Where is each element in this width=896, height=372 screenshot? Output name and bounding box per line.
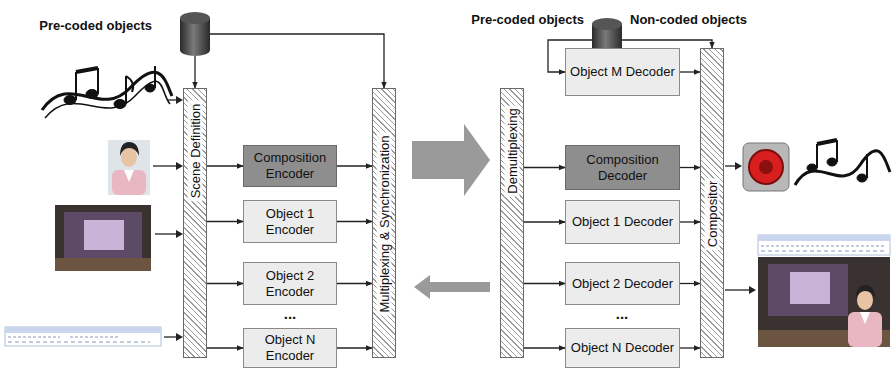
connector-arrow <box>337 347 372 348</box>
process-box: Object N Decoder <box>565 328 680 368</box>
connector-arrow <box>680 71 700 72</box>
connector-arrow <box>524 347 565 348</box>
hatched-bar: Demultiplexing <box>500 88 524 358</box>
music-notes <box>42 66 172 118</box>
composition-box: Composition Encoder <box>243 145 337 187</box>
hatched-bar: Multiplexing & Synchronization <box>372 88 396 358</box>
database-cylinder: Pre-coded objects <box>180 12 210 56</box>
composition-box: Composition Decoder <box>565 145 680 190</box>
music-notes <box>795 140 890 185</box>
node-label: Demultiplexing <box>505 105 520 196</box>
process-box: Object 2 Encoder <box>243 262 337 305</box>
process-box: Object N Encoder <box>243 328 337 368</box>
node-label: Object N Encoder <box>248 332 332 363</box>
node-label: Object 2 Encoder <box>248 268 332 299</box>
connector-arrow <box>210 34 384 88</box>
presenter-photo <box>108 140 150 195</box>
input-arrows <box>153 96 183 341</box>
node-label: Object M Decoder <box>570 64 675 80</box>
connector-arrow <box>207 165 243 166</box>
node-label: Object 1 Encoder <box>248 206 332 237</box>
connector-arrow <box>622 40 712 48</box>
connector-arrow <box>207 283 243 284</box>
store-label: Pre-coded objects <box>471 12 584 28</box>
process-box: Object 1 Encoder <box>243 200 337 243</box>
connector-arrow <box>524 283 565 284</box>
composed-scene <box>758 235 890 347</box>
store-label: Non-coded objects <box>630 12 747 28</box>
transmission-arrow <box>414 275 490 299</box>
stock-ticker <box>5 327 161 346</box>
node-label: Multiplexing & Synchronization <box>377 132 392 315</box>
process-box: Object 1 Decoder <box>565 200 680 244</box>
connector-arrow <box>524 221 565 222</box>
connector-arrow <box>337 221 372 222</box>
connector-arrow <box>680 167 700 168</box>
node-label: Compositor <box>705 178 720 250</box>
node-label: Composition Encoder <box>248 150 332 181</box>
node-label: Scene Definition <box>188 101 203 202</box>
process-box: Object 2 Decoder <box>565 262 680 305</box>
cylinder-shape <box>180 12 210 56</box>
ellipsis: ... <box>284 306 297 322</box>
node-label: Object N Decoder <box>571 340 674 356</box>
ellipsis: ... <box>616 306 629 322</box>
hatched-bar: Scene Definition <box>183 88 207 358</box>
connector-arrow <box>337 283 372 284</box>
transmission-arrow <box>412 124 490 196</box>
connector-arrow <box>207 221 243 222</box>
connector-arrow <box>680 221 700 222</box>
process-box: Object M Decoder <box>565 48 680 96</box>
connector-arrow <box>680 347 700 348</box>
connector-arrow <box>680 283 700 284</box>
node-label: Composition Decoder <box>570 152 675 183</box>
store-label: Pre-coded objects <box>39 18 152 34</box>
node-label: Object 1 Decoder <box>572 214 673 230</box>
hatched-bar: Compositor <box>700 48 724 358</box>
tv-studio-photo <box>55 205 151 271</box>
connector-arrow <box>194 56 195 88</box>
connector-arrow <box>207 347 243 348</box>
speaker-icon <box>743 143 789 191</box>
connector-arrow <box>524 167 565 168</box>
node-label: Object 2 Decoder <box>572 276 673 292</box>
connector-arrow <box>337 165 372 166</box>
